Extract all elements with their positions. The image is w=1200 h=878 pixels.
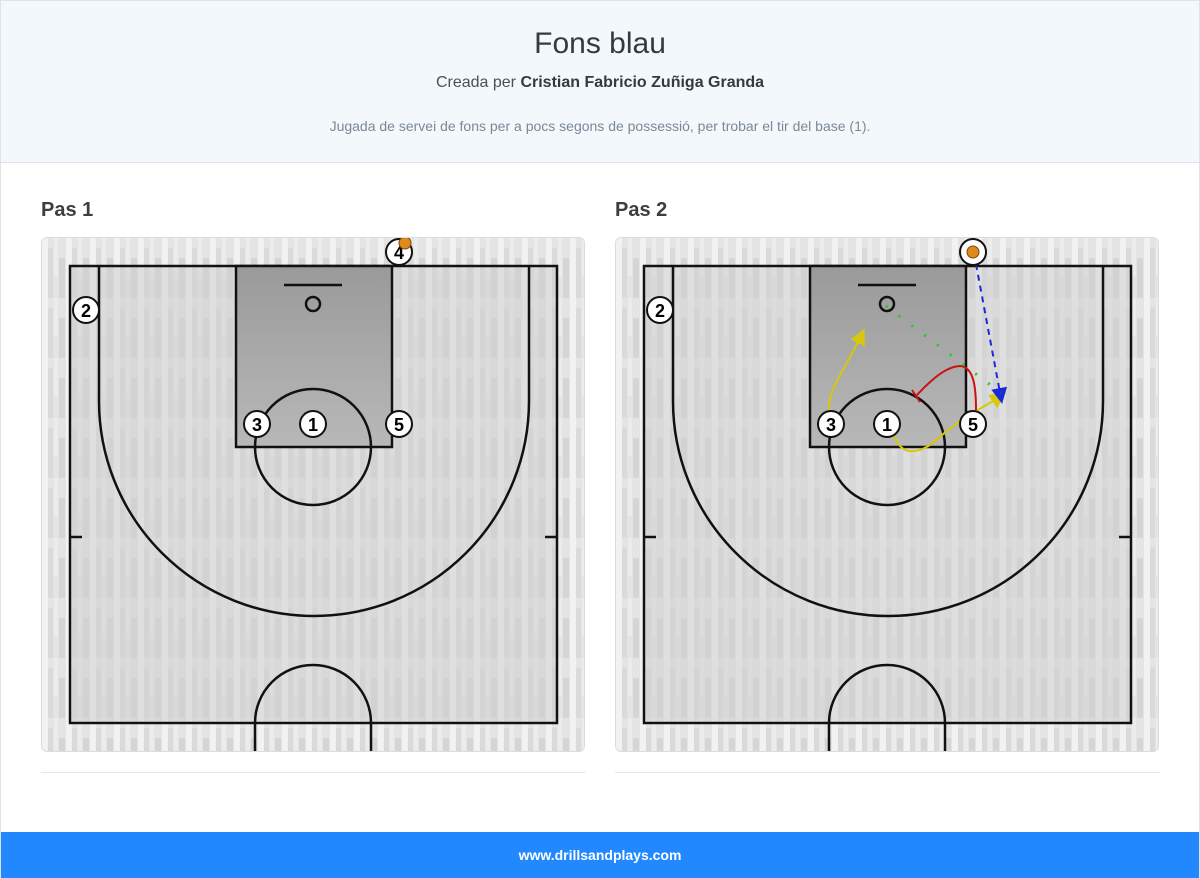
byline: Creada per Cristian Fabricio Zuñiga Gran… — [1, 74, 1199, 92]
players: 2 3 1 5 — [646, 238, 987, 438]
player-5[interactable]: 5 — [385, 410, 413, 438]
screen-end — [911, 389, 921, 403]
step-1: Pas 1 — [41, 197, 586, 773]
player-label: 5 — [968, 415, 978, 435]
move-line-3 — [827, 328, 865, 411]
player-1[interactable]: 1 — [299, 410, 327, 438]
site-footer: www.drillsandplays.com — [1, 832, 1199, 878]
basketball-icon — [966, 245, 980, 259]
play-header: Fons blau Creada per Cristian Fabricio Z… — [1, 1, 1199, 163]
move-line-1 — [893, 392, 1006, 453]
court-diagram: 2 3 1 5 — [615, 237, 1159, 752]
court-diagram: 4 2 3 1 — [41, 237, 585, 752]
divider — [41, 772, 586, 773]
court-svg: 4 2 3 1 — [42, 238, 584, 751]
byline-prefix: Creada per — [435, 74, 521, 91]
divider — [615, 772, 1160, 773]
basketball-icon — [398, 238, 412, 250]
player-label: 4 — [394, 243, 404, 263]
player-3[interactable]: 3 — [817, 410, 845, 438]
step-title: Pas 2 — [615, 199, 668, 221]
player-label: 1 — [882, 415, 892, 435]
footer-site-link[interactable]: www.drillsandplays.com — [518, 847, 682, 863]
player-3[interactable]: 3 — [243, 410, 271, 438]
author-name[interactable]: Cristian Fabricio Zuñiga Granda — [520, 74, 765, 91]
player-2[interactable]: 2 — [646, 296, 674, 324]
player-label: 3 — [826, 415, 836, 435]
step-title: Pas 1 — [41, 199, 94, 221]
player-label: 2 — [655, 301, 665, 321]
player-label: 1 — [308, 415, 318, 435]
player-label: 3 — [252, 415, 262, 435]
play-actions — [827, 263, 1008, 453]
player-4[interactable]: 4 — [385, 238, 413, 266]
step-2: Pas 2 — [615, 197, 1160, 773]
player-label: 5 — [394, 415, 404, 435]
player-label: 2 — [81, 301, 91, 321]
player-ball-handler[interactable] — [959, 238, 987, 266]
pass-line — [975, 263, 1008, 404]
screen-line-5 — [915, 364, 977, 411]
page-title: Fons blau — [534, 27, 666, 60]
player-5[interactable]: 5 — [959, 410, 987, 438]
player-2[interactable]: 2 — [72, 296, 100, 324]
court-svg: 2 3 1 5 — [616, 238, 1158, 751]
players: 4 2 3 1 — [72, 238, 413, 438]
player-1[interactable]: 1 — [873, 410, 901, 438]
play-description: Jugada de servei de fons per a pocs sego… — [329, 118, 871, 134]
